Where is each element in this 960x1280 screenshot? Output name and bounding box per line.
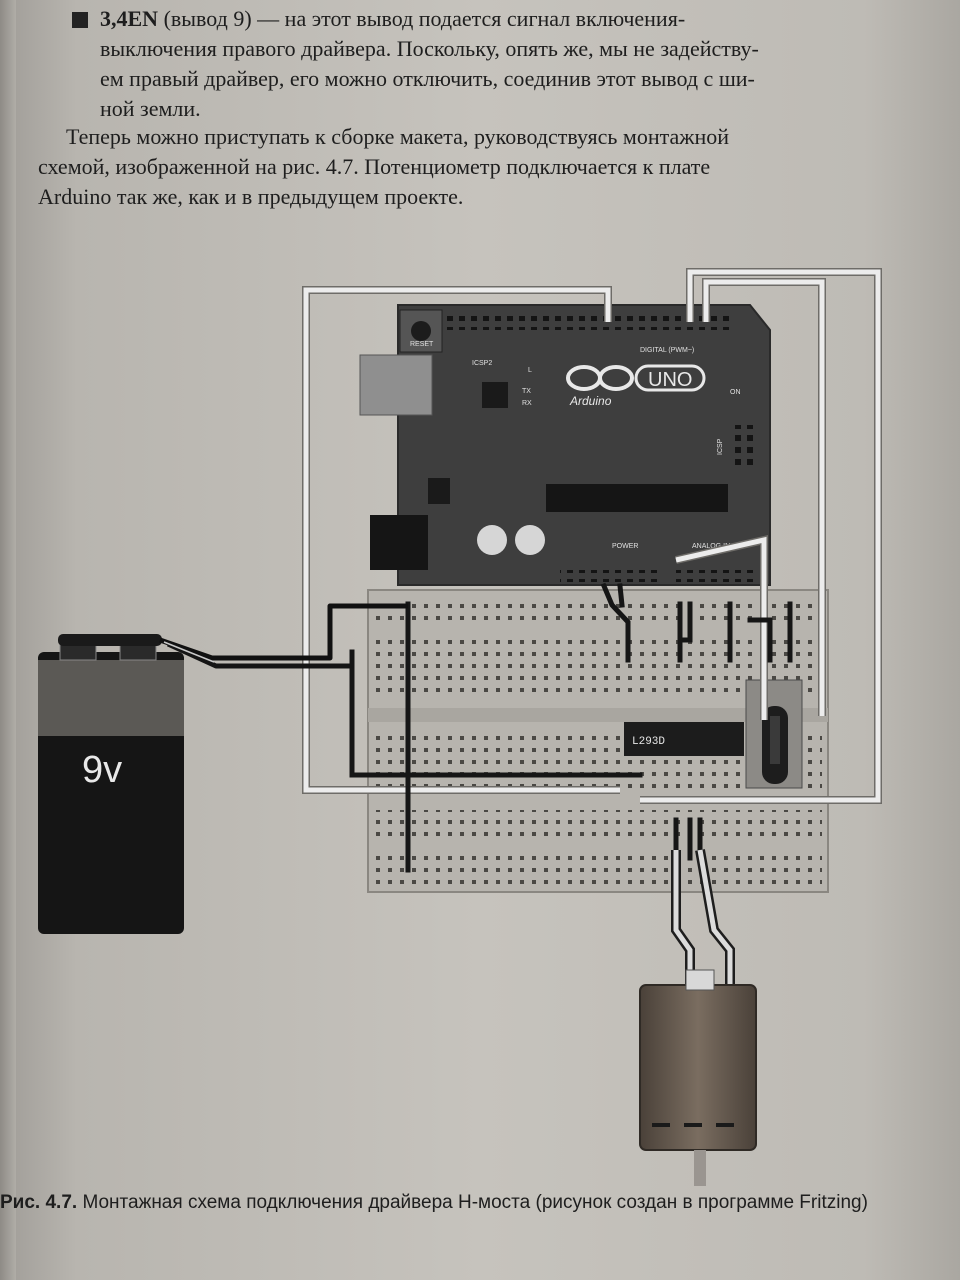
digital-header bbox=[430, 316, 730, 330]
arduino-brand: Arduino bbox=[569, 394, 612, 408]
power-label: POWER bbox=[612, 543, 638, 550]
l-label: L bbox=[528, 367, 532, 374]
battery-9v: 9v bbox=[38, 634, 184, 934]
analog-label: ANALOG IN bbox=[692, 543, 730, 550]
tx-label: TX bbox=[522, 388, 531, 395]
top-power-rail bbox=[374, 596, 822, 622]
reset-label: RESET bbox=[410, 341, 434, 348]
battery-label: 9v bbox=[82, 749, 122, 791]
uno-badge bbox=[634, 364, 706, 392]
icsp-label: ICSP bbox=[717, 438, 724, 455]
usb-connector bbox=[359, 354, 433, 416]
capacitor-1 bbox=[477, 525, 507, 555]
motor-wires bbox=[673, 849, 733, 985]
caption-label: Рис. 4.7. bbox=[0, 1192, 78, 1213]
page-binding-shadow bbox=[0, 0, 16, 1280]
regulator-chip bbox=[428, 478, 450, 504]
arduino-board: RESET ICSP2 L TX RX UNO Arduino DIGITAL … bbox=[359, 304, 771, 586]
arduino-logo-icon bbox=[566, 365, 634, 391]
digital-label: DIGITAL (PWM~) bbox=[640, 347, 694, 354]
rx-label: RX bbox=[522, 400, 532, 407]
dc-motor bbox=[639, 969, 757, 1186]
potentiometer bbox=[745, 679, 803, 789]
bullet-line-1: 3,4EN (вывод 9) — на этот вывод подается… bbox=[100, 6, 685, 32]
bullet-head: 3,4EN bbox=[100, 6, 159, 31]
bullet-line-3: ем правый драйвер, его можно отключить, … bbox=[100, 66, 755, 91]
icsp-header bbox=[730, 425, 758, 465]
bullet-line-2: выключения правого драйвера. Поскольку, … bbox=[100, 36, 759, 61]
on-label: ON bbox=[730, 389, 741, 396]
chip-label: L293D bbox=[632, 736, 665, 748]
usb-chip bbox=[482, 382, 508, 408]
icsp2-label: ICSP2 bbox=[472, 360, 492, 367]
battery-clip bbox=[58, 634, 162, 646]
light-wires bbox=[303, 269, 881, 803]
power-header bbox=[560, 570, 658, 582]
paragraph-line-3: Arduino так же, как и в предыдущем проек… bbox=[38, 184, 464, 209]
paragraph-line-1: Теперь можно приступать к сборке макета,… bbox=[66, 124, 729, 149]
center-channel bbox=[368, 708, 828, 722]
bullet-line-4: ной земли. bbox=[100, 96, 201, 121]
bullet-line-1-rest: (вывод 9) — на этот вывод подается сигна… bbox=[163, 6, 686, 31]
atmega-chip bbox=[546, 484, 728, 512]
figure-caption: Рис. 4.7. Монтажная схема подключения др… bbox=[0, 1192, 868, 1214]
bottom-power-rail bbox=[374, 856, 822, 884]
capacitor-2 bbox=[515, 525, 545, 555]
analog-header bbox=[676, 570, 756, 582]
reset-button bbox=[411, 321, 431, 341]
wiring-diagram-figure: RESET ICSP2 L TX RX UNO Arduino DIGITAL … bbox=[38, 268, 882, 1186]
lower-terminal-strip bbox=[374, 810, 822, 840]
uno-label: UNO bbox=[648, 369, 692, 391]
power-jack bbox=[370, 515, 428, 570]
paragraph-line-2: схемой, изображенной на рис. 4.7. Потенц… bbox=[38, 154, 711, 179]
l293d-chip: L293D bbox=[624, 722, 744, 756]
bullet-marker bbox=[72, 12, 88, 28]
caption-text: Монтажная схема подключения драйвера Н-м… bbox=[82, 1192, 868, 1213]
battery-leads bbox=[159, 603, 408, 669]
